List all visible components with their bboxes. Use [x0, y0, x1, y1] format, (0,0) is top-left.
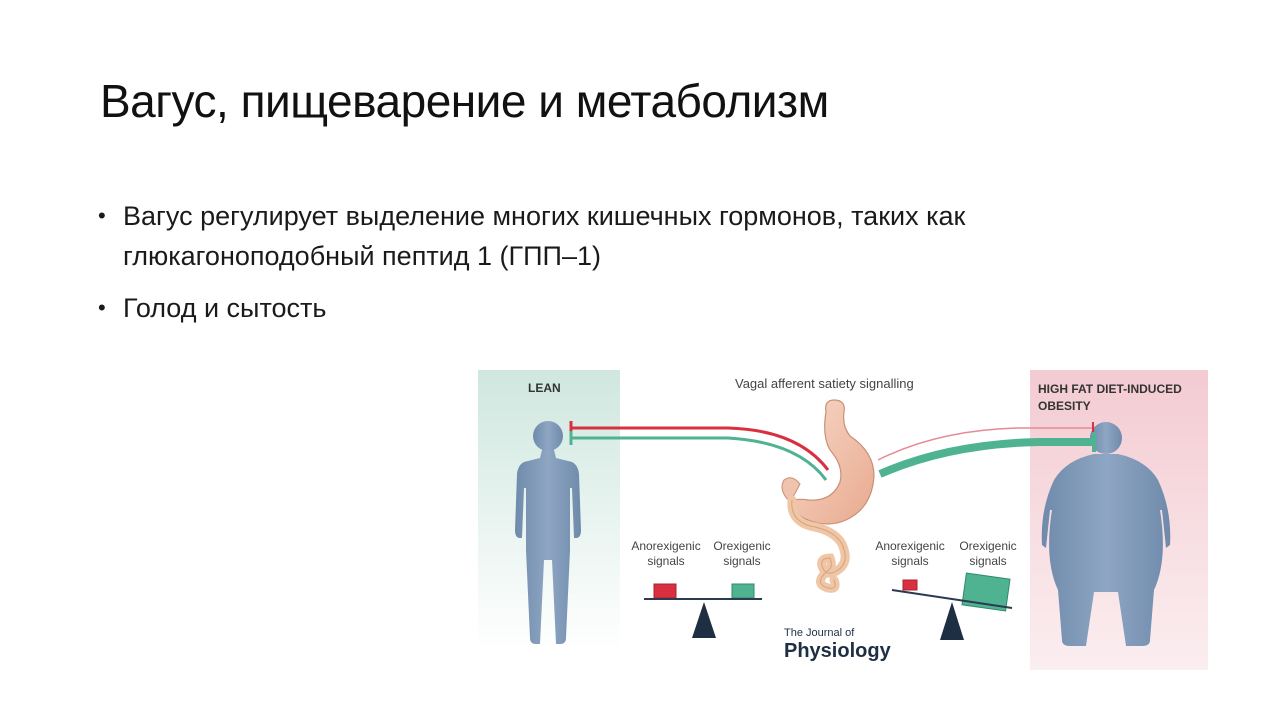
vagal-signalling-figure: LEAN HIGH FAT DIET-INDUCED OBESITY Vagal… [478, 370, 1208, 670]
right-anorexigenic-block [902, 579, 918, 591]
right-scale-beam [891, 589, 1013, 609]
left-orexigenic-label-1: Orexigenic [713, 539, 770, 553]
left-anorexigenic-block [653, 583, 677, 599]
journal-logo-line2: Physiology [784, 640, 892, 662]
figure-header: Vagal afferent satiety signalling [735, 376, 914, 391]
bullet-text: Голод и сытость [123, 293, 327, 323]
left-anorexigenic-label-1: Anorexigenic [631, 539, 700, 553]
obesity-label-line1: HIGH FAT DIET-INDUCED [1038, 382, 1182, 396]
right-orexigenic-block [961, 572, 1011, 612]
obesity-label-line2: OBESITY [1038, 399, 1091, 413]
obese-red-signal [877, 427, 1092, 461]
figure-canvas: LEAN HIGH FAT DIET-INDUCED OBESITY Vagal… [478, 370, 1208, 670]
lean-red-signal [572, 426, 830, 471]
slide-title: Вагус, пищеварение и метаболизм [100, 75, 829, 127]
right-orexigenic-label-2: signals [969, 554, 1006, 568]
left-orexigenic-label-2: signals [723, 554, 760, 568]
obese-body-icon [1041, 422, 1171, 646]
bullet-dot-icon: • [98, 295, 106, 320]
bullet-item: • Голод и сытость [96, 288, 1176, 328]
lean-green-signal [572, 436, 828, 481]
stomach-icon [781, 399, 875, 593]
right-anorexigenic-label-2: signals [891, 554, 928, 568]
journal-logo-line1: The Journal of [784, 627, 855, 639]
right-scale-fulcrum [940, 602, 964, 640]
left-scale-fulcrum [692, 602, 716, 638]
left-anorexigenic-label-2: signals [647, 554, 684, 568]
bullet-dot-icon: • [98, 203, 106, 228]
lean-label: LEAN [528, 381, 561, 395]
right-orexigenic-label-1: Orexigenic [959, 539, 1016, 553]
bullet-item: • Вагус регулирует выделение многих кише… [96, 196, 1176, 276]
right-anorexigenic-label-1: Anorexigenic [875, 539, 944, 553]
obese-green-signal [878, 438, 1092, 478]
lean-body-icon [515, 421, 581, 644]
bullet-text: Вагус регулирует выделение многих кишечн… [123, 201, 966, 271]
left-orexigenic-block [731, 583, 755, 599]
bullet-list: • Вагус регулирует выделение многих кише… [96, 196, 1176, 340]
